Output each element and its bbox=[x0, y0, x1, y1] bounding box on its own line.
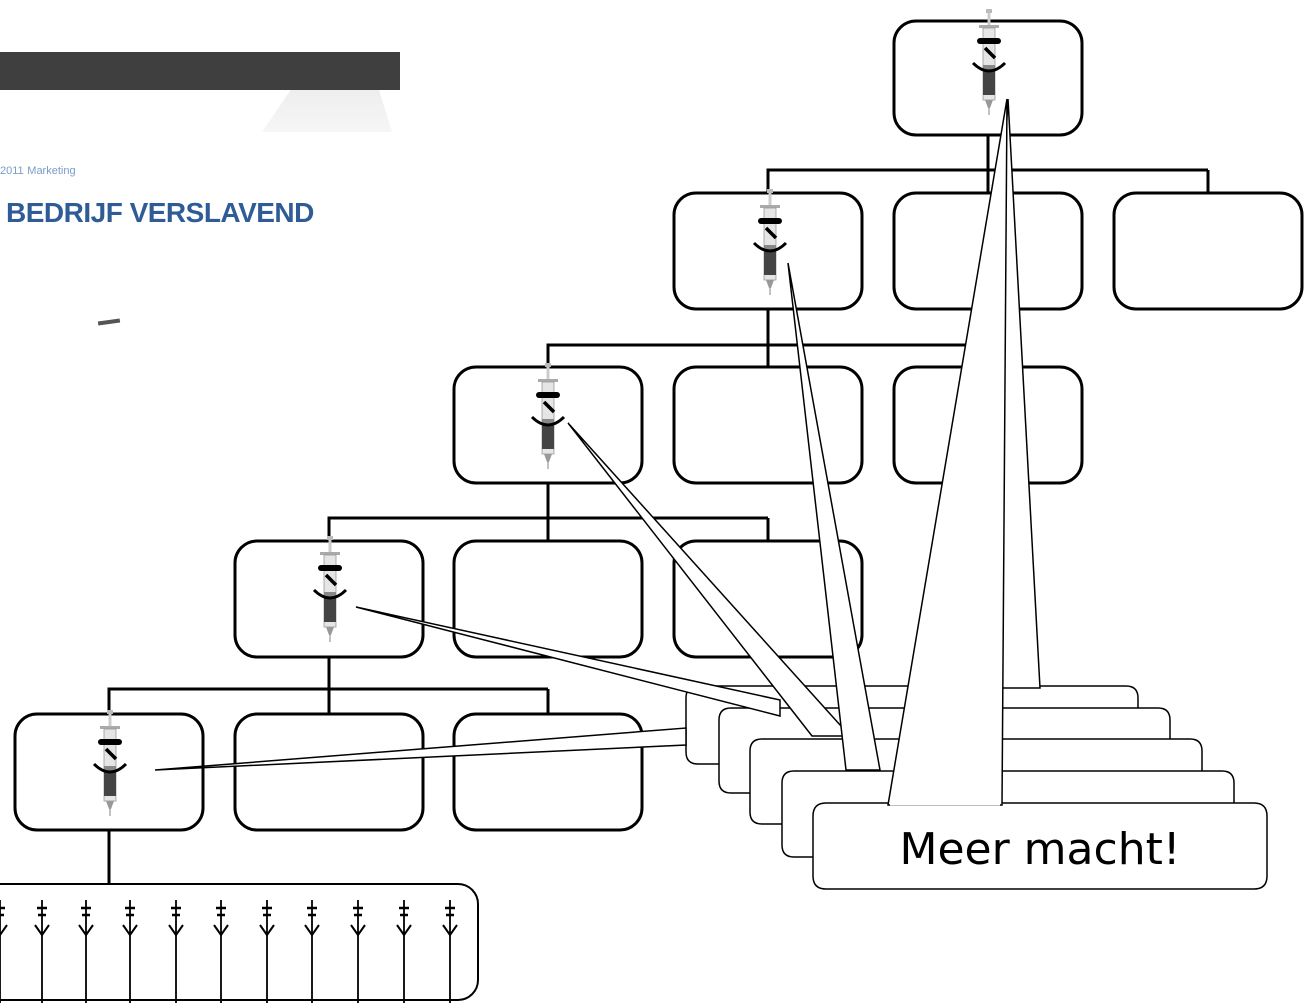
background-meta-tag: Marketing bbox=[27, 165, 76, 177]
org-box bbox=[672, 365, 864, 485]
speech-callouts: Meer macht! bbox=[154, 98, 1268, 890]
org-box bbox=[1112, 191, 1304, 311]
org-box bbox=[233, 712, 425, 832]
background-heading: BEDRIJF VERSLAVEND bbox=[6, 197, 314, 228]
org-box bbox=[452, 712, 644, 832]
background-meta: 2011 Marketing bbox=[0, 160, 76, 181]
background-header-bar bbox=[0, 52, 400, 90]
workers-box bbox=[0, 883, 479, 1001]
background-meta-year: 2011 bbox=[0, 165, 24, 177]
org-connectors bbox=[107, 135, 1210, 884]
speech-callout-front: Meer macht! bbox=[812, 98, 1268, 890]
callout-label: Meer macht! bbox=[900, 824, 1181, 875]
